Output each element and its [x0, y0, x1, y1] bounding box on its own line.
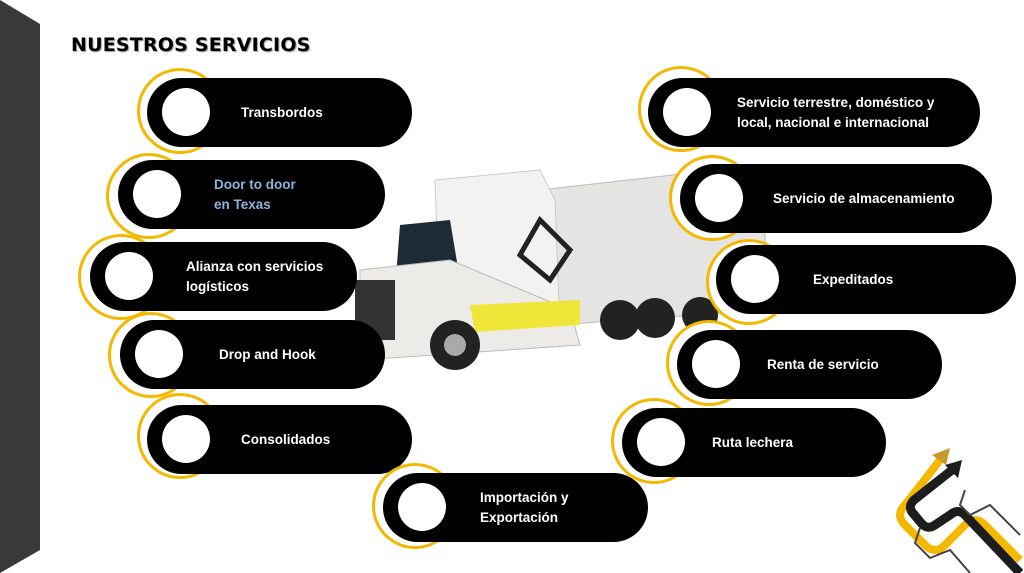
service-consolidados[interactable]: Consolidados — [137, 393, 412, 479]
service-renta[interactable]: Renta de servicio — [666, 320, 942, 406]
circle-icon — [692, 340, 740, 388]
service-ruta-lechera[interactable]: Ruta lechera — [611, 398, 886, 484]
service-almacenamiento[interactable]: Servicio de almacenamiento — [669, 155, 992, 241]
circle-icon — [731, 255, 779, 303]
circle-icon — [637, 418, 685, 466]
sidebar-decoration — [0, 0, 40, 573]
page-title: NUESTROS SERVICIOS — [71, 34, 311, 56]
circle-icon — [695, 174, 743, 222]
service-drop-and-hook[interactable]: Drop and Hook — [108, 312, 385, 398]
circle-icon — [663, 88, 711, 136]
service-expeditados[interactable]: Expeditados — [706, 239, 1016, 325]
circle-icon — [162, 415, 210, 463]
arrows-decoration-icon — [896, 448, 1024, 573]
service-transbordos[interactable]: Transbordos — [137, 68, 412, 154]
circle-icon — [135, 330, 183, 378]
circle-icon — [133, 170, 181, 218]
circle-icon — [105, 252, 153, 300]
circle-icon — [398, 483, 446, 531]
circle-icon — [162, 88, 210, 136]
